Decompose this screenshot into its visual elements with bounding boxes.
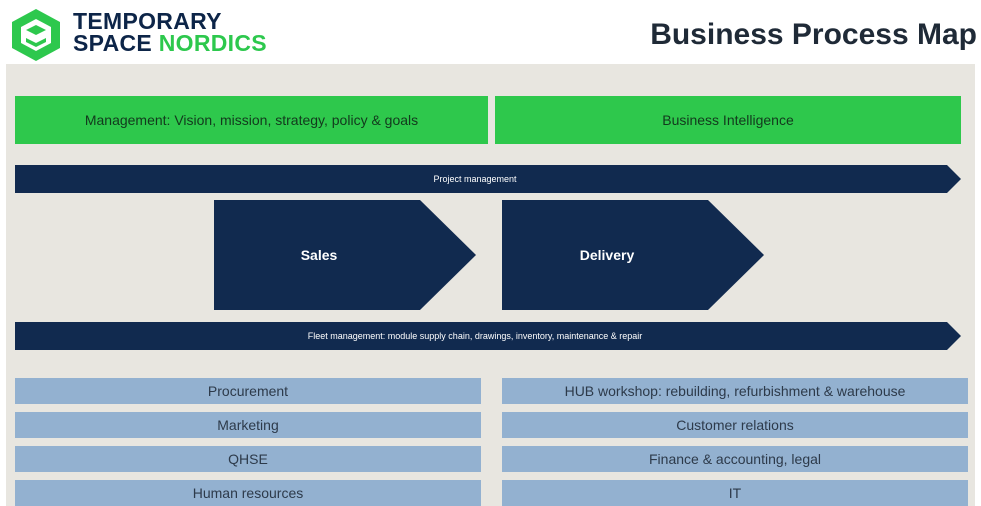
support-human-resources: Human resources — [15, 480, 481, 506]
business-intelligence-box: Business Intelligence — [495, 96, 961, 144]
logo-text-line1: TEMPORARY — [73, 8, 222, 34]
page-title: Business Process Map — [650, 18, 977, 51]
project-management-arrow-shape — [15, 165, 961, 193]
support-procurement: Procurement — [15, 378, 481, 404]
project-management-label: Project management — [433, 174, 517, 184]
sales-process: Sales — [214, 200, 476, 310]
support-customer-relations: Customer relations — [502, 412, 968, 438]
sales-chevron-shape — [214, 200, 476, 310]
process-map-canvas: Management: Vision, mission, strategy, p… — [6, 64, 975, 506]
support-finance-legal: Finance & accounting, legal — [502, 446, 968, 472]
support-qhse: QHSE — [15, 446, 481, 472]
logo-icon — [12, 9, 60, 61]
delivery-chevron-shape — [502, 200, 764, 310]
sales-label: Sales — [300, 247, 338, 263]
project-management-band: Project management — [15, 165, 961, 193]
delivery-label: Delivery — [579, 247, 635, 263]
logo-text-line2-space: SPACE — [73, 30, 159, 56]
company-logo-text: TEMPORARY SPACE NORDICS — [73, 8, 267, 56]
support-hub-workshop: HUB workshop: rebuilding, refurbishment … — [502, 378, 968, 404]
support-it: IT — [502, 480, 968, 506]
fleet-management-label: Fleet management: module supply chain, d… — [307, 331, 643, 341]
fleet-management-band: Fleet management: module supply chain, d… — [15, 322, 961, 350]
logo-text-line2-nordics: NORDICS — [158, 30, 267, 56]
fleet-management-arrow-shape — [15, 322, 961, 350]
header: TEMPORARY SPACE NORDICS Business Process… — [0, 0, 981, 64]
delivery-process: Delivery — [502, 200, 764, 310]
support-marketing: Marketing — [15, 412, 481, 438]
management-box: Management: Vision, mission, strategy, p… — [15, 96, 488, 144]
